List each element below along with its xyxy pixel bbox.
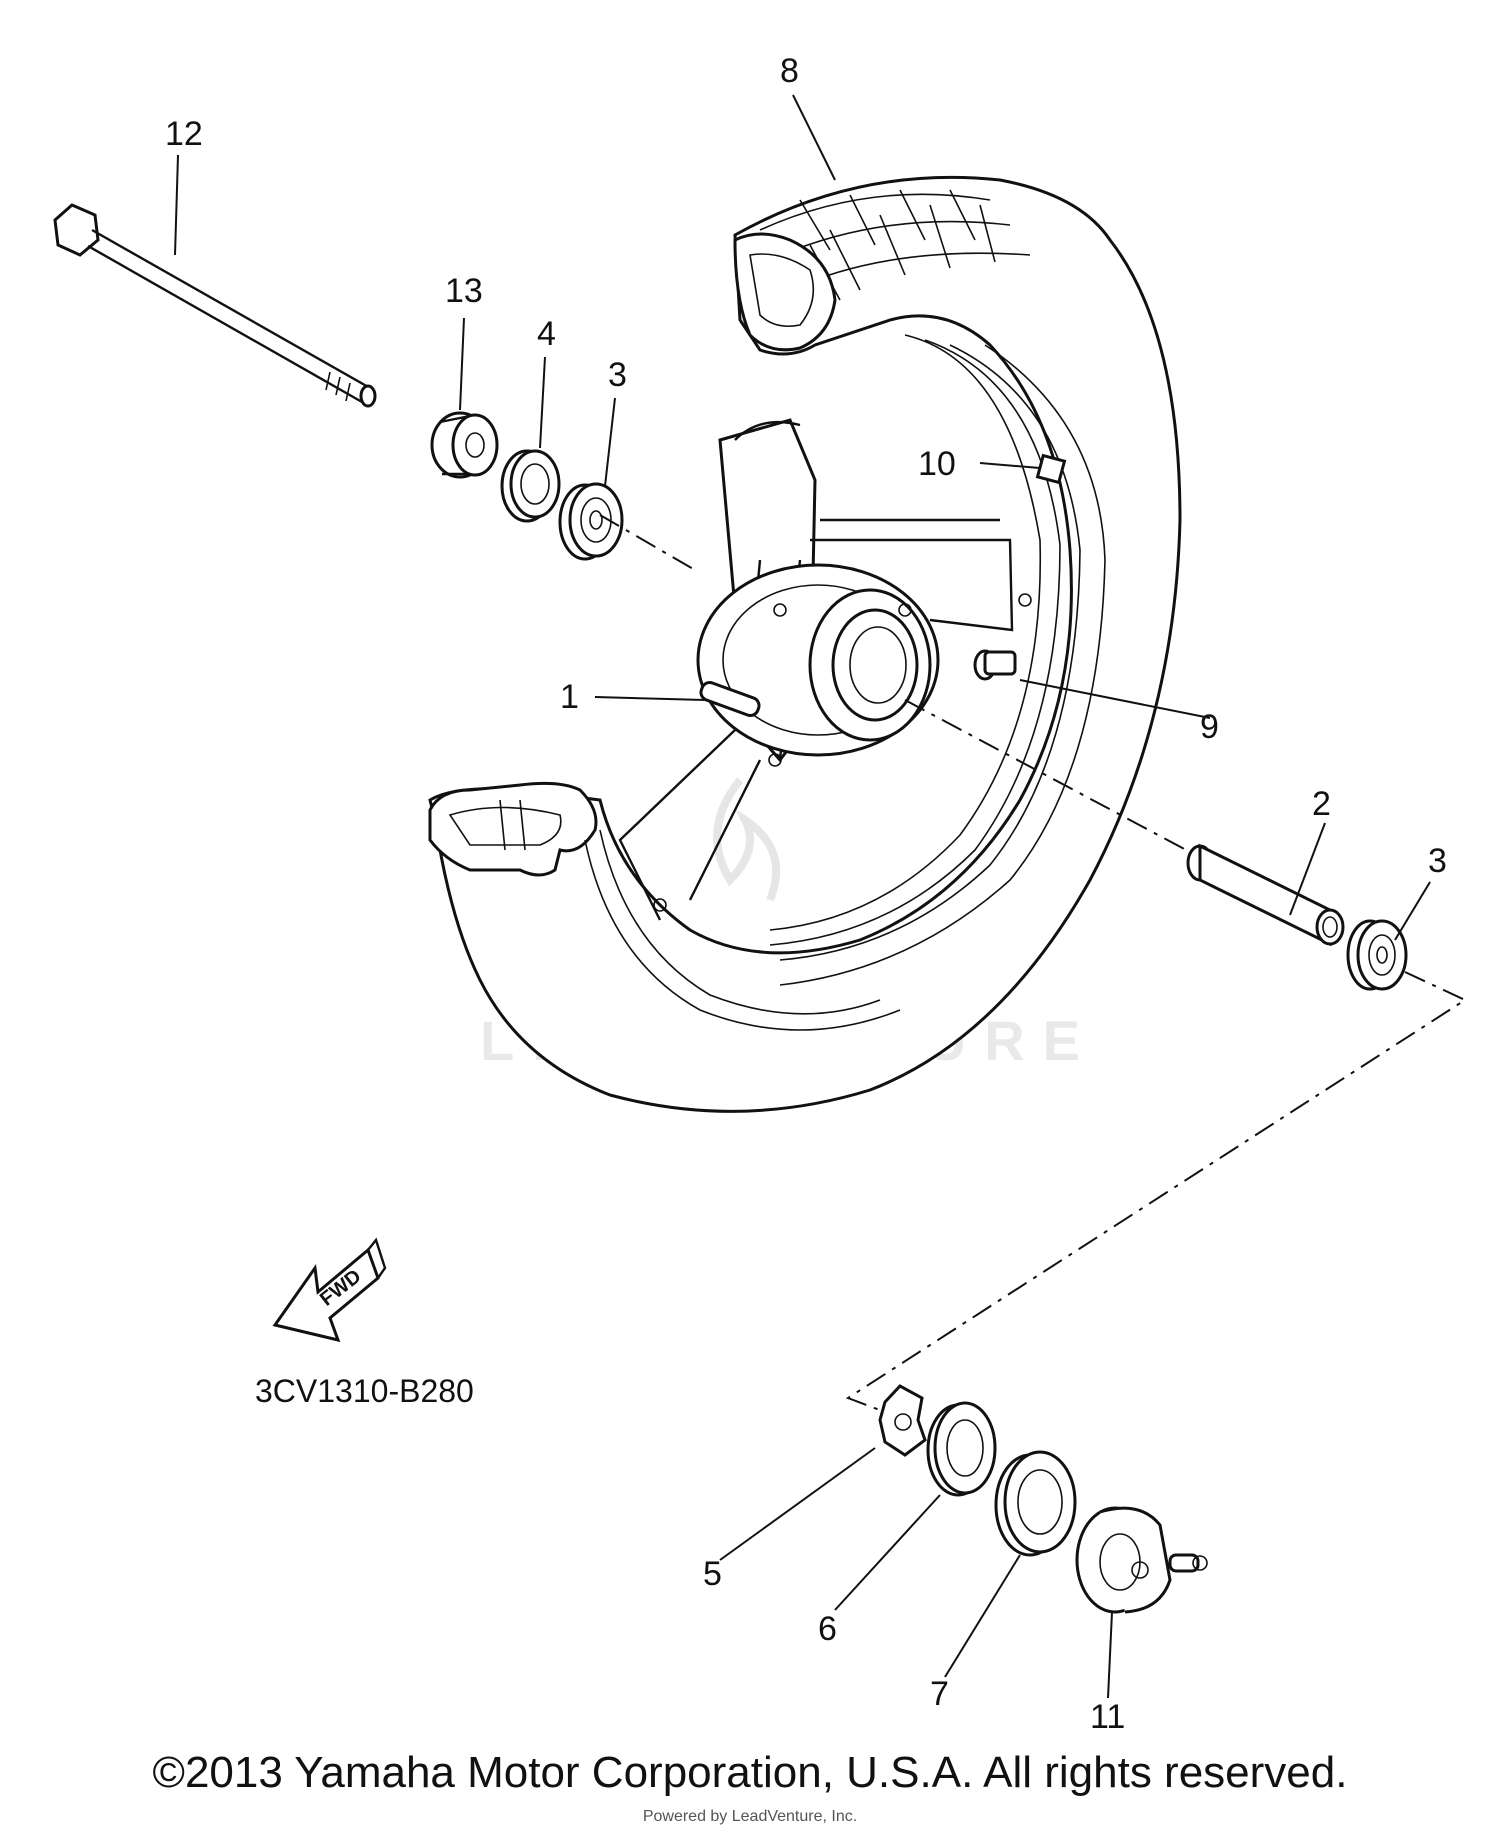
label-part-3-right: 3 [1428, 842, 1447, 880]
valve-stem [973, 649, 1017, 681]
label-part-2: 2 [1312, 785, 1331, 823]
seal-ring [994, 1450, 1077, 1557]
collar-part [430, 411, 499, 479]
label-part-12: 12 [165, 115, 203, 153]
bearing-right [1346, 919, 1408, 991]
bearing-left [558, 482, 624, 561]
balance-weight [1035, 453, 1067, 485]
spacer-tube [1186, 843, 1345, 947]
leader-lines [174, 94, 1431, 1699]
label-part-7: 7 [930, 1675, 949, 1713]
center-lines [599, 514, 1468, 1413]
powered-by-text: Powered by LeadVenture, Inc. [642, 1808, 858, 1825]
label-part-9: 9 [1200, 708, 1219, 746]
label-part-1: 1 [560, 678, 579, 716]
label-part-13: 13 [445, 272, 483, 310]
label-part-6: 6 [818, 1610, 837, 1648]
wheel-rim-tire [428, 175, 1182, 1113]
axle-shaft [53, 203, 377, 408]
label-part-10: 10 [918, 445, 956, 483]
oil-seal-right [926, 1401, 997, 1497]
diagram-reference-code: 3CV1310-B280 [255, 1373, 474, 1409]
part-labels: 8 12 13 4 3 10 1 9 2 3 5 6 7 11 [165, 52, 1447, 1736]
forward-direction-arrow: FWD [272, 1237, 387, 1343]
label-part-11: 11 [1090, 1698, 1125, 1736]
meter-gear-unit [1075, 1506, 1208, 1614]
label-part-8: 8 [780, 52, 799, 90]
label-part-5: 5 [703, 1555, 722, 1593]
meter-clutch-clip [878, 1384, 927, 1457]
label-part-3-left: 3 [608, 356, 627, 394]
oil-seal-left [500, 449, 561, 523]
label-part-4: 4 [537, 315, 556, 353]
copyright-notice: ©2013 Yamaha Motor Corporation, U.S.A. A… [152, 1748, 1348, 1797]
